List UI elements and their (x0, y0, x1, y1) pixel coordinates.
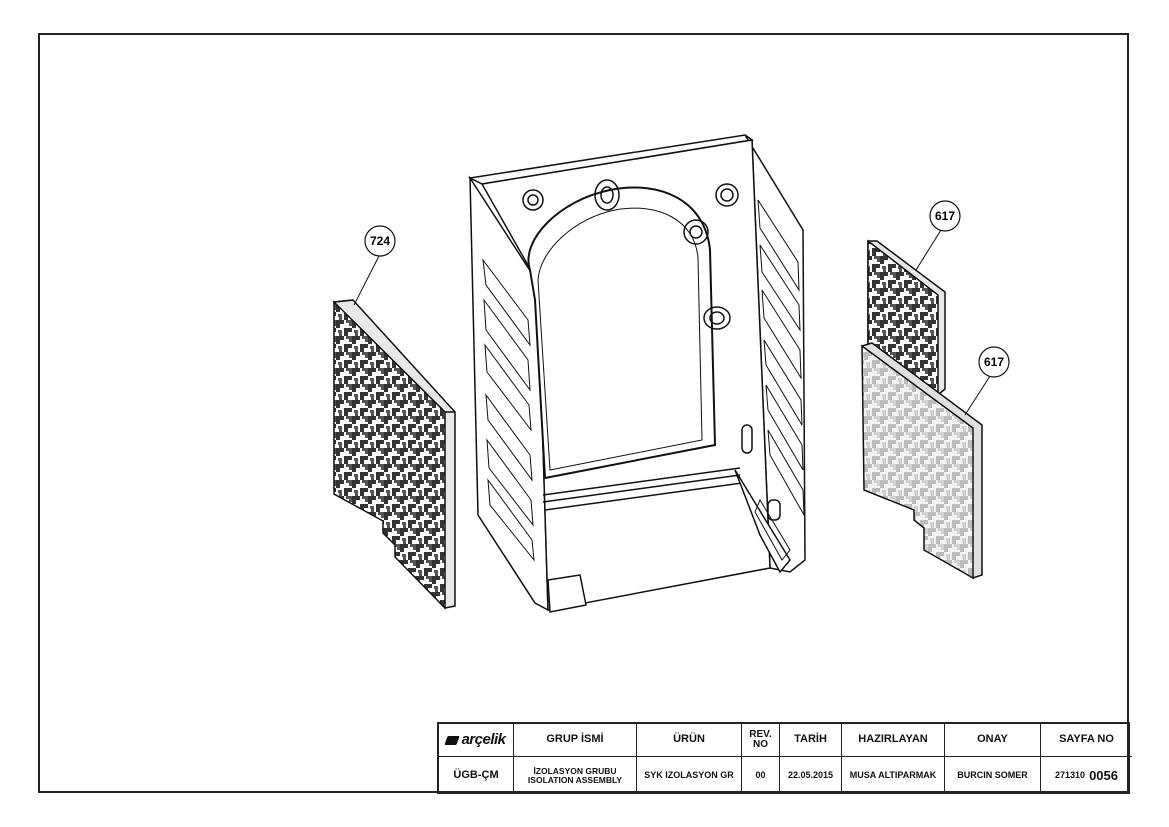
balloon-617-upper-label: 617 (935, 209, 955, 223)
header-prepared-by: HAZIRLAYAN (842, 724, 945, 757)
value-approval: BURCIN SOMER (945, 757, 1041, 794)
header-approval: ONAY (945, 724, 1041, 757)
value-department: ÜGB-ÇM (439, 757, 514, 794)
header-page-no: SAYFA NO (1041, 724, 1132, 757)
group-name-en: ISOLATION ASSEMBLY (527, 774, 623, 785)
insulation-panel-724 (332, 299, 456, 610)
title-block: arçelik GRUP İSMİ ÜRÜN REV. NO TARİH HAZ… (437, 722, 1132, 794)
balloon-724-label: 724 (370, 234, 390, 248)
balloon-617-upper: 617 (915, 200, 961, 271)
balloon-617-lower-label: 617 (984, 355, 1004, 369)
page-no-prefix: 271310 (1055, 769, 1086, 780)
header-date: TARİH (780, 724, 842, 757)
value-page-no: 271310 0056 (1041, 757, 1132, 794)
insulation-panel-617-lower (860, 342, 983, 580)
header-group-name: GRUP İSMİ (514, 724, 637, 757)
brand-mark-icon (444, 735, 461, 745)
value-date: 22.05.2015 (780, 757, 842, 794)
header-product: ÜRÜN (637, 724, 742, 757)
value-rev-no: 00 (742, 757, 780, 794)
brand-logo: arçelik (439, 724, 514, 757)
balloon-617-lower: 617 (964, 346, 1010, 416)
header-rev-no: REV. NO (742, 724, 780, 757)
value-prepared-by: MUSA ALTIPARMAK (842, 757, 945, 794)
balloon-724: 724 (353, 225, 396, 306)
group-name-tr: İZOLASYON GRUBU (533, 765, 617, 776)
brand-name: arçelik (461, 731, 506, 749)
value-product: SYK IZOLASYON GR (637, 757, 742, 794)
value-group-name: İZOLASYON GRUBU ISOLATION ASSEMBLY (514, 757, 637, 794)
cabinet-frame (467, 134, 806, 613)
page-no-suffix: 0056 (1089, 767, 1118, 783)
